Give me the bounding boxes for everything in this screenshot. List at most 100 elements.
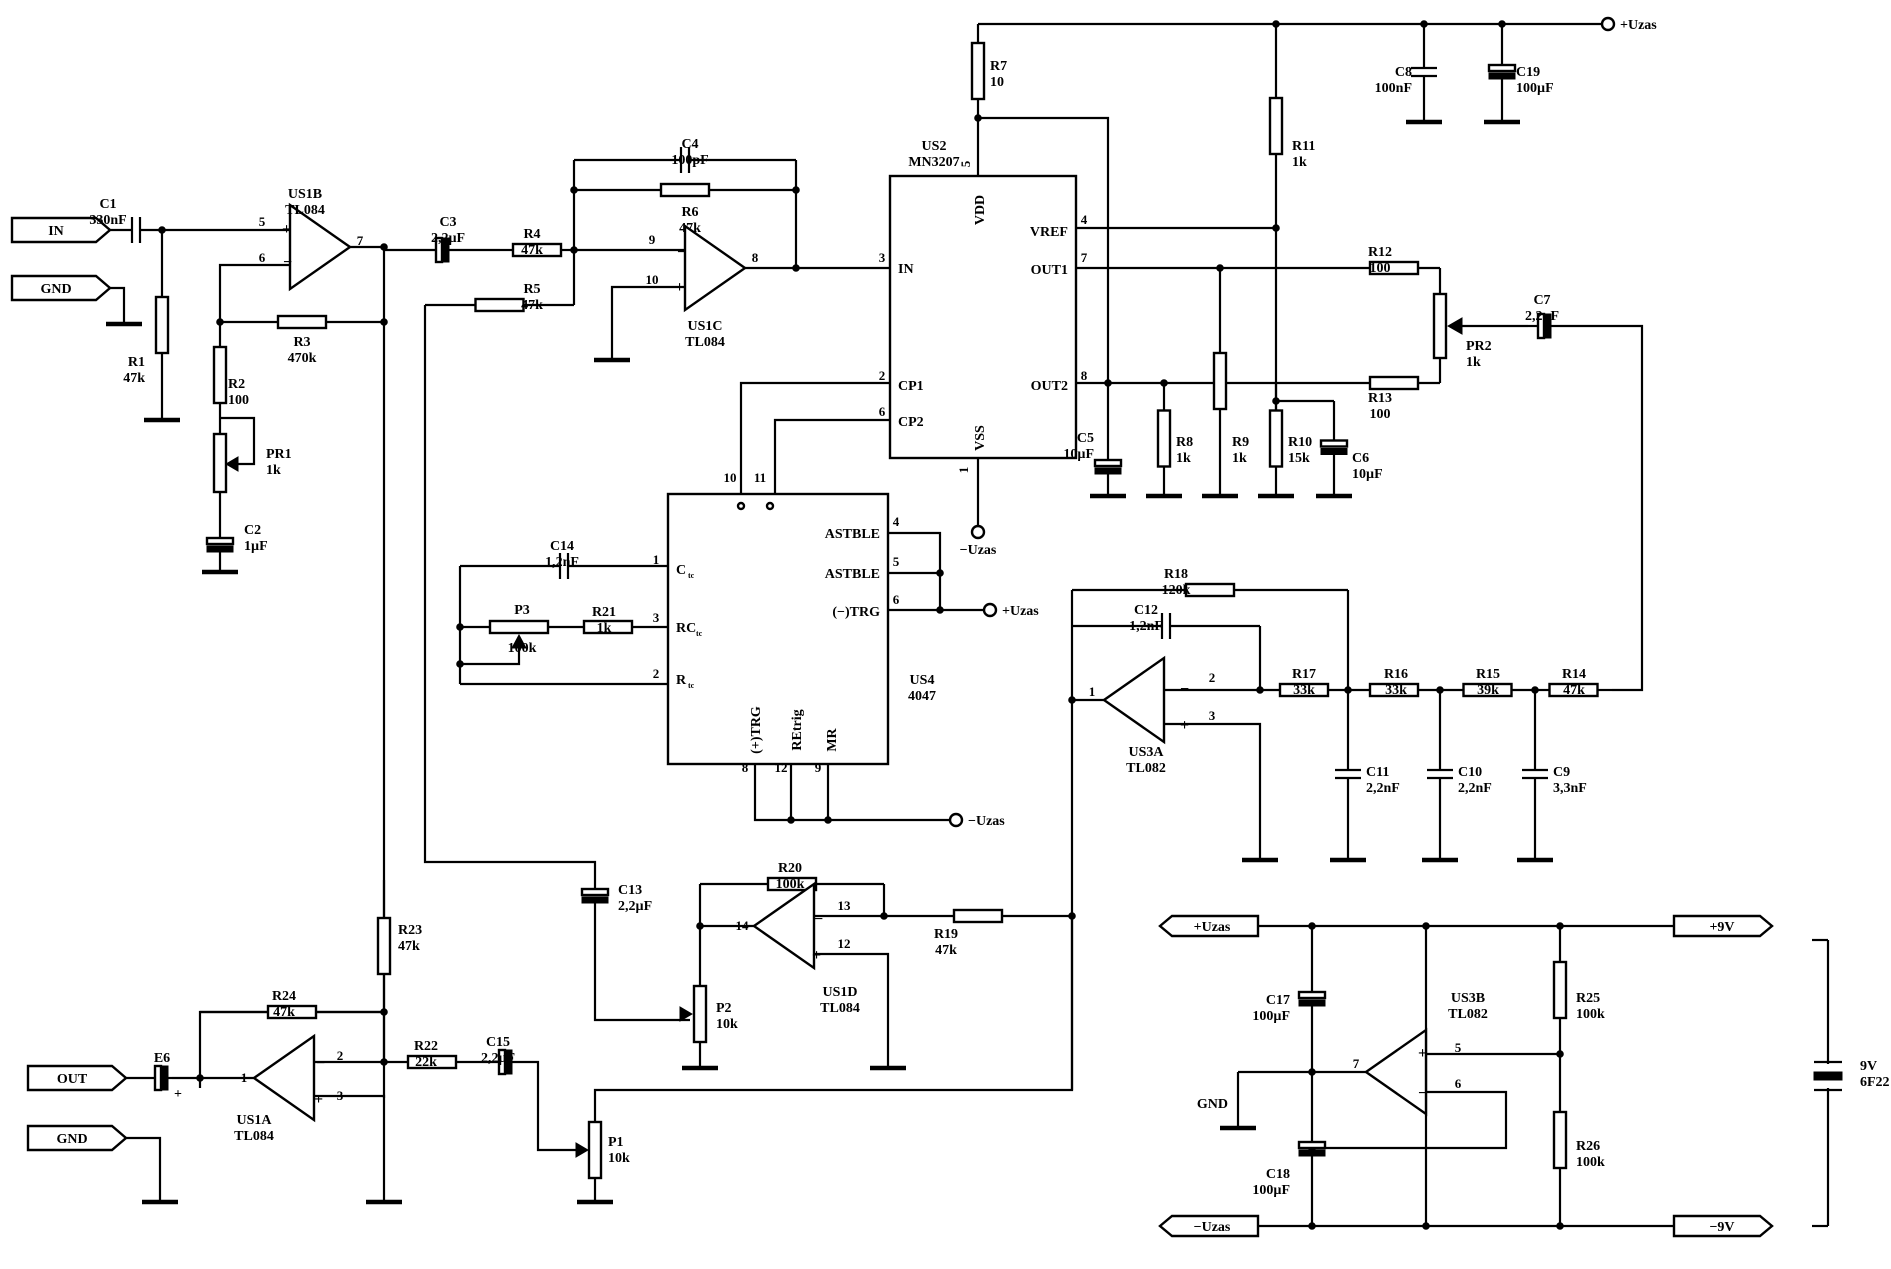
pin-name-cp1: CP1 <box>898 379 924 394</box>
wire <box>1164 722 1262 858</box>
r2-designator: R2 <box>228 377 245 392</box>
vplus-label-us4: +Uzas <box>1002 604 1039 619</box>
wire <box>126 1136 162 1200</box>
pin-name-mr: MR <box>825 727 840 751</box>
pin-number: 12 <box>775 760 788 775</box>
pin-name-vss: VSS <box>973 425 988 451</box>
c9-value: 3,3nF <box>1553 781 1587 796</box>
us3b-opamp <box>1363 1027 1428 1117</box>
pin-name-vdd: VDD <box>973 195 988 225</box>
pin-name-out2: OUT2 <box>1031 379 1068 394</box>
minus-sign: − <box>677 244 686 261</box>
pin-number: 3 <box>653 610 660 625</box>
us1a-type: TL084 <box>234 1129 274 1144</box>
pin-name-astble-1: ASTBLE <box>825 527 880 542</box>
wire <box>110 286 126 324</box>
r10-designator: R10 <box>1288 435 1312 450</box>
c19-value: 100µF <box>1516 81 1554 96</box>
wire <box>593 916 1074 1108</box>
pr1-designator: PR1 <box>266 447 292 462</box>
wire <box>314 1094 386 1200</box>
pin-number: 13 <box>838 898 852 913</box>
c15-designator: C15 <box>486 1035 510 1050</box>
c9-capacitor: C93,3nF <box>1522 690 1587 858</box>
c15-value: 2,2µF <box>481 1051 515 1066</box>
terminal-out <box>26 1064 128 1092</box>
wire <box>753 764 950 822</box>
us4-type: 4047 <box>908 689 936 704</box>
pin-name-out1: OUT1 <box>1031 263 1068 278</box>
c14-designator: C14 <box>550 539 574 554</box>
pin-number: 5 <box>1455 1040 1462 1055</box>
pin-number: 7 <box>1353 1056 1360 1071</box>
pin-number: 2 <box>879 368 886 383</box>
pin-number: 1 <box>653 552 660 567</box>
plus-sign: + <box>314 1091 323 1108</box>
junction-dot <box>824 816 832 824</box>
wire <box>460 648 521 666</box>
r26-value: 100k <box>1576 1155 1605 1170</box>
r14-designator: R14 <box>1562 667 1586 682</box>
r18-value: 120k <box>1162 583 1191 598</box>
c2-value: 1µF <box>244 539 268 554</box>
wire <box>220 416 256 466</box>
pr2-designator: PR2 <box>1466 339 1492 354</box>
c7-value: 2,2µF <box>1525 309 1559 324</box>
terminal-9v-plus <box>1672 914 1774 938</box>
p2-designator: P2 <box>716 1001 732 1016</box>
terminal-in-label: IN <box>48 224 64 239</box>
r3-value: 470k <box>288 351 317 366</box>
r16-value: 33k <box>1385 683 1407 698</box>
r23-value: 47k <box>398 939 420 954</box>
pin-number: 1 <box>956 467 971 474</box>
vminus-label-us2: −Uzas <box>960 543 997 558</box>
r22-designator: R22 <box>414 1039 438 1054</box>
r19-designator: R19 <box>934 927 958 942</box>
c3-value: 2,2µF <box>431 231 465 246</box>
r6-designator: R6 <box>681 205 698 220</box>
pin-name-cp2: CP2 <box>898 415 924 430</box>
r1-designator: R1 <box>128 355 145 370</box>
r7-value: 10 <box>990 75 1004 90</box>
terminal-gnd-ps-label: GND <box>1197 1097 1228 1112</box>
pin-number: 6 <box>893 592 900 607</box>
pin-number: 2 <box>337 1048 344 1063</box>
plus-sign: + <box>812 947 821 964</box>
r15-value: 39k <box>1477 683 1499 698</box>
pin-number: 12 <box>838 936 851 951</box>
pin-number: 3 <box>337 1088 344 1103</box>
pin-sub: tc <box>696 629 703 638</box>
p1-value: 10k <box>608 1151 630 1166</box>
r23-designator: R23 <box>398 923 422 938</box>
c6-designator: C6 <box>1352 451 1369 466</box>
p3-value: 100k <box>508 641 537 656</box>
minus-sign: − <box>316 1055 325 1072</box>
terminal-gnd-out-label: GND <box>56 1132 87 1147</box>
r5-designator: R5 <box>523 282 540 297</box>
pin-number: 3 <box>879 250 886 265</box>
c3-capacitor: C32,2µF <box>384 215 500 264</box>
us3a-type: TL082 <box>1126 761 1166 776</box>
pin-number: 5 <box>893 554 900 569</box>
pr2-value: 1k <box>1466 355 1481 370</box>
minus-sign: − <box>1418 1085 1427 1102</box>
us3a-opamp <box>1101 655 1166 745</box>
r25-designator: R25 <box>1576 991 1600 1006</box>
c3-designator: C3 <box>439 215 456 230</box>
